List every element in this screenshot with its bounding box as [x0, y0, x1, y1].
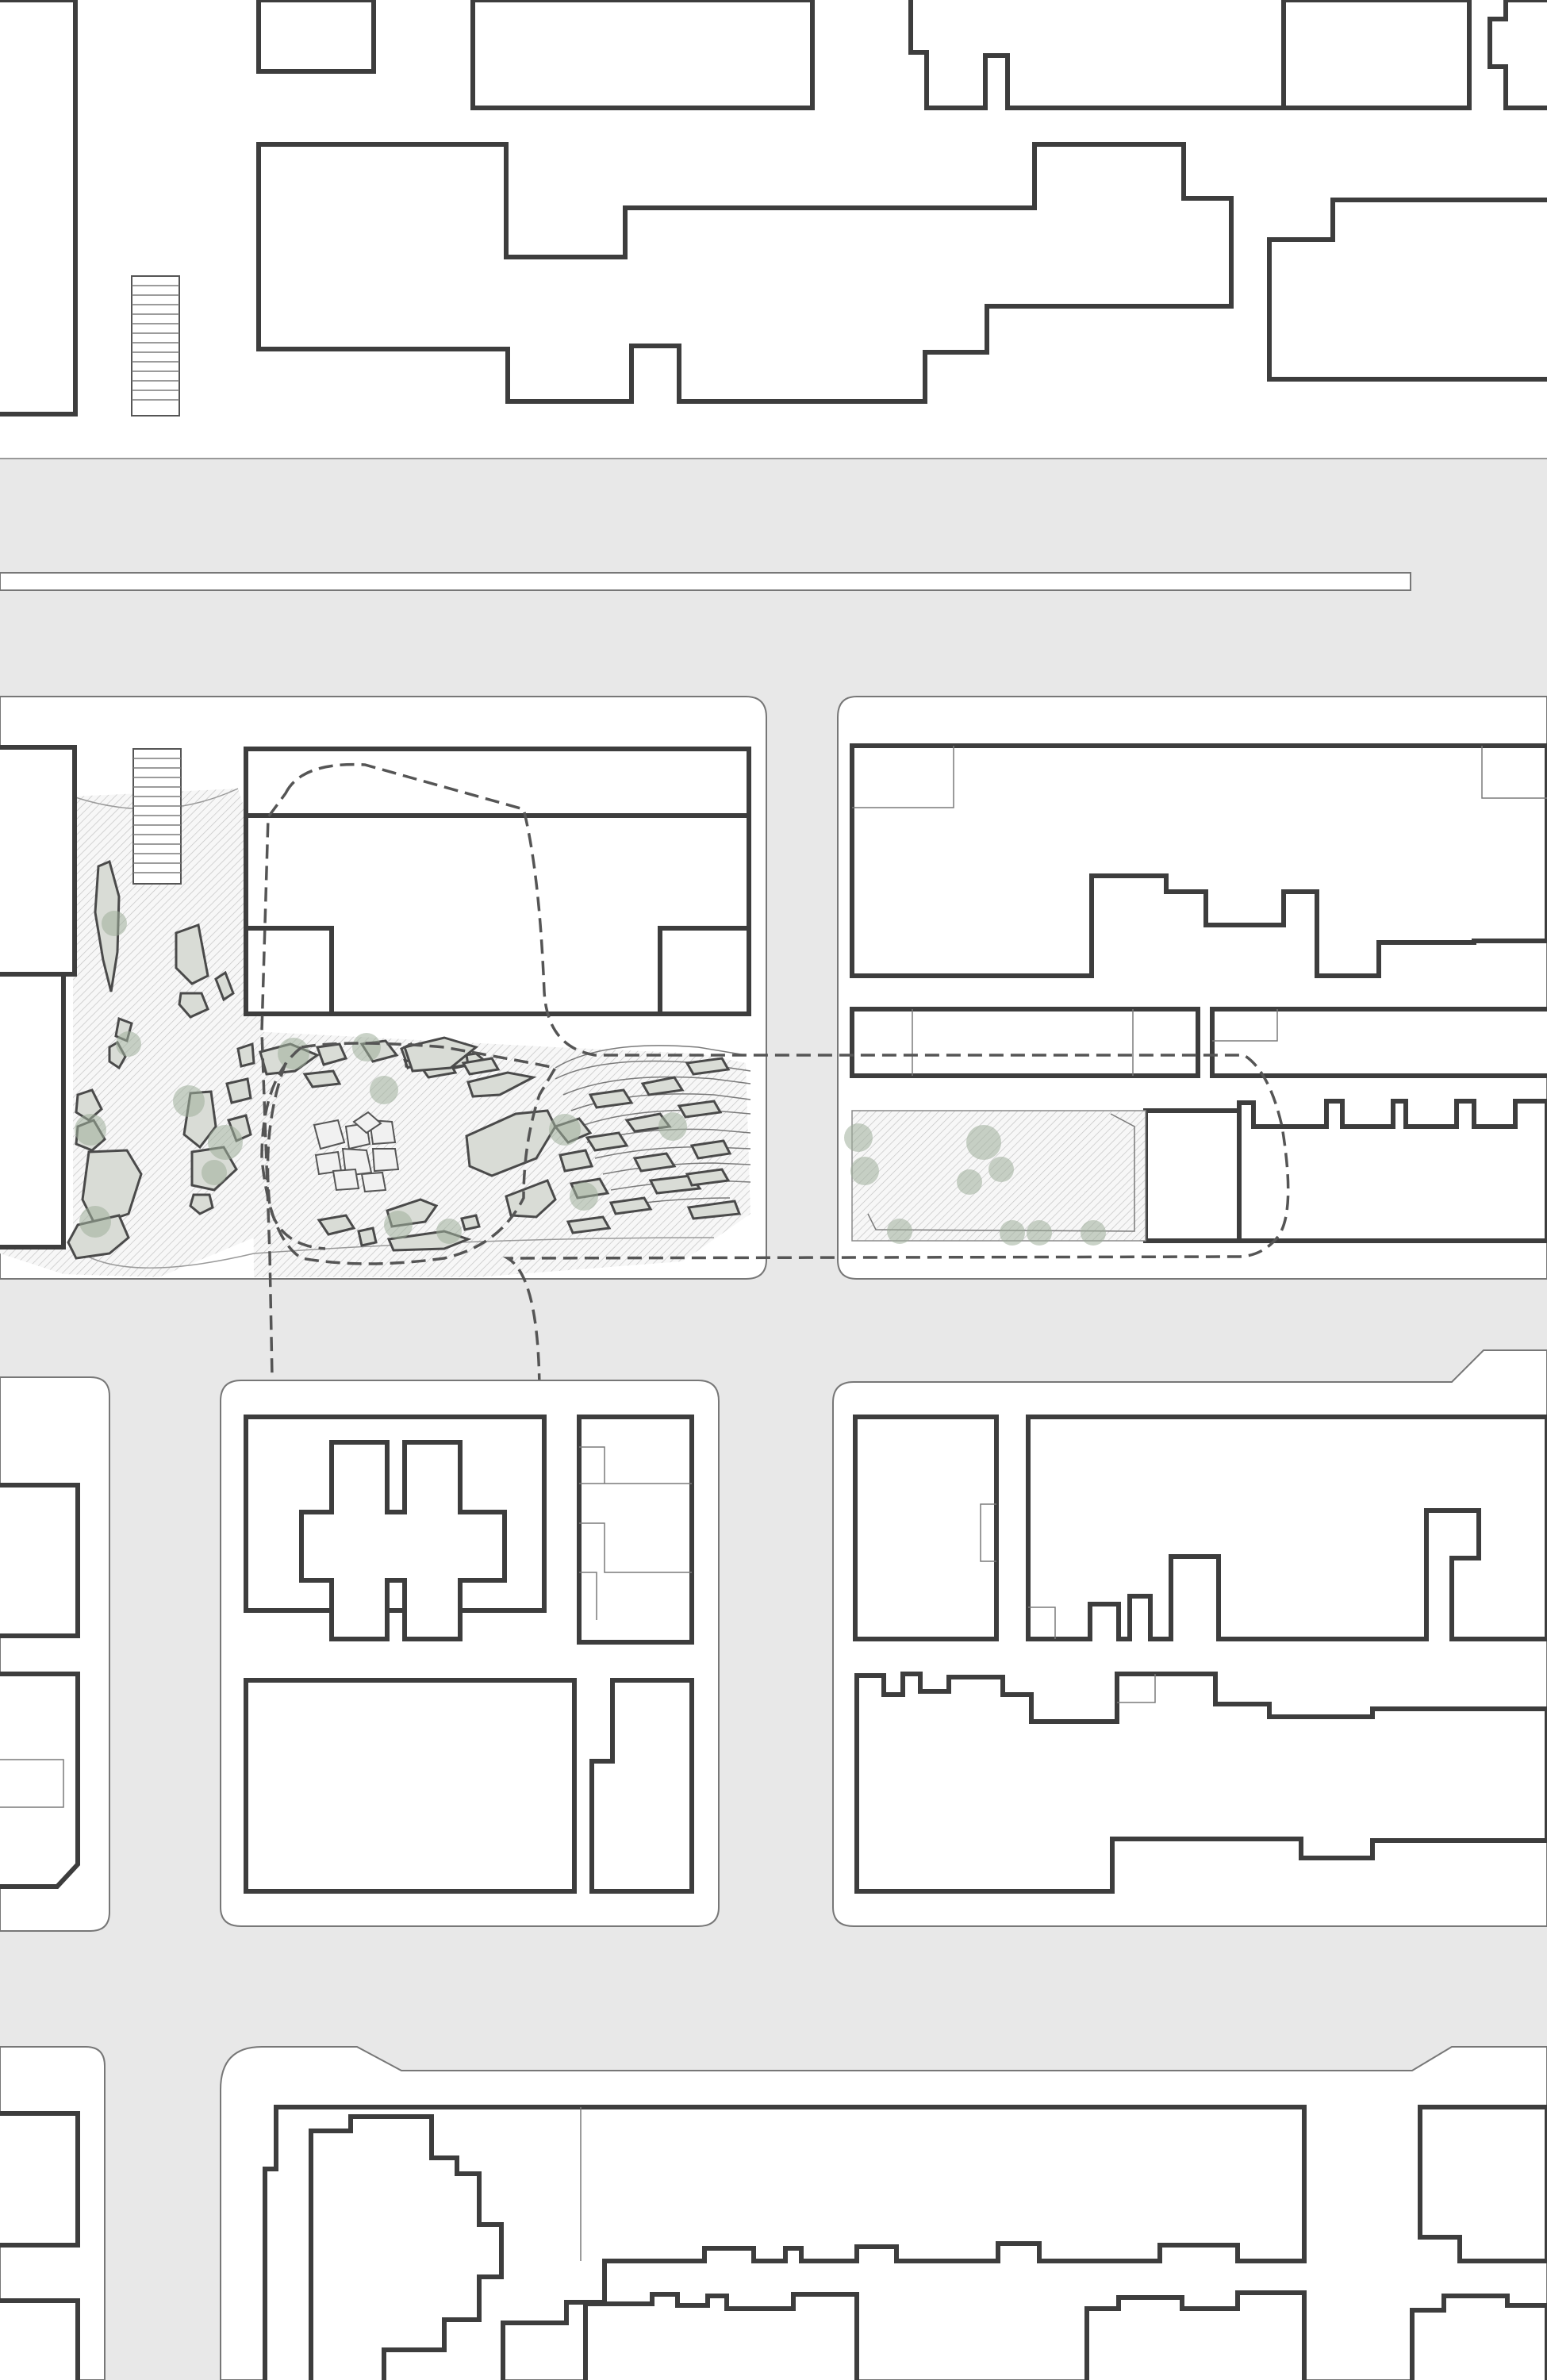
stair-site: [132, 748, 182, 885]
building-r4-s1: [583, 2292, 859, 2380]
median-strip: [0, 572, 1411, 591]
building-e4: [1237, 1099, 1547, 1243]
building-r4-main: [263, 2105, 1307, 2380]
building-site-wing-west: [244, 926, 334, 1016]
building-r3-w2: [0, 1672, 80, 1889]
building-e1: [850, 743, 1547, 978]
building-r3-e2: [1026, 1415, 1547, 1641]
building-r3-m2: [244, 1678, 577, 1894]
route-outline-inner-b: [266, 1062, 326, 1250]
plaza-edge-south: [72, 1237, 715, 1269]
building-r4-s2: [1084, 2290, 1307, 2380]
building-r3-e1: [853, 1415, 999, 1641]
building-r4-w2: [0, 2298, 80, 2380]
stair-north: [131, 275, 180, 416]
bld-r3-e2-inner: [1028, 1606, 1056, 1639]
central-sculpture: [313, 1111, 400, 1193]
building-n3: [470, 0, 815, 110]
building-n7: [256, 142, 1234, 404]
block-north: [0, 0, 1547, 459]
tree-canopies: [75, 911, 1106, 1246]
building-e3: [1210, 1007, 1547, 1078]
bld-r3-m3-inner: [579, 1446, 692, 1620]
building-r3-w1: [0, 1483, 80, 1638]
building-s2: [0, 972, 66, 1250]
building-r4-cross: [309, 2114, 504, 2380]
route-outline-inner: [260, 1042, 558, 1265]
garden-east-edge: [867, 1113, 1135, 1232]
building-r4-w1: [0, 2111, 80, 2248]
building-site-wing-east: [658, 926, 751, 1016]
building-e2: [850, 1007, 1200, 1078]
dashed-route: [260, 762, 1290, 1725]
building-n5: [1281, 0, 1472, 110]
building-r3-m4: [589, 1678, 694, 1894]
building-n1: [0, 0, 78, 416]
building-n4: [908, 0, 1286, 110]
building-r3-m3: [577, 1415, 694, 1645]
bld-e1-inner-b: [1481, 746, 1547, 799]
building-n6: [1488, 0, 1547, 110]
building-r4-e2: [1410, 2294, 1547, 2380]
building-s1: [0, 745, 77, 977]
building-e5: [1143, 1108, 1242, 1243]
bld-r3-w2-inner: [0, 1759, 64, 1808]
building-n8: [1267, 198, 1547, 382]
building-n2: [256, 0, 376, 74]
bld-e1-inner-a: [852, 746, 954, 808]
plaza-terraces: [465, 1045, 751, 1234]
building-r4-e1: [1418, 2105, 1547, 2263]
block-row-4: [0, 2046, 1547, 2380]
bld-r3-e3-inner: [1117, 1674, 1156, 1703]
bld-e3-inner: [1212, 1009, 1278, 1042]
building-r3-e3: [854, 1672, 1547, 1894]
building-r3-cross: [299, 1440, 507, 1641]
block-row-3: [0, 1349, 1547, 1932]
route-outline-north-south: [260, 762, 1290, 1725]
bld-r3-e1-inner: [980, 1503, 996, 1562]
